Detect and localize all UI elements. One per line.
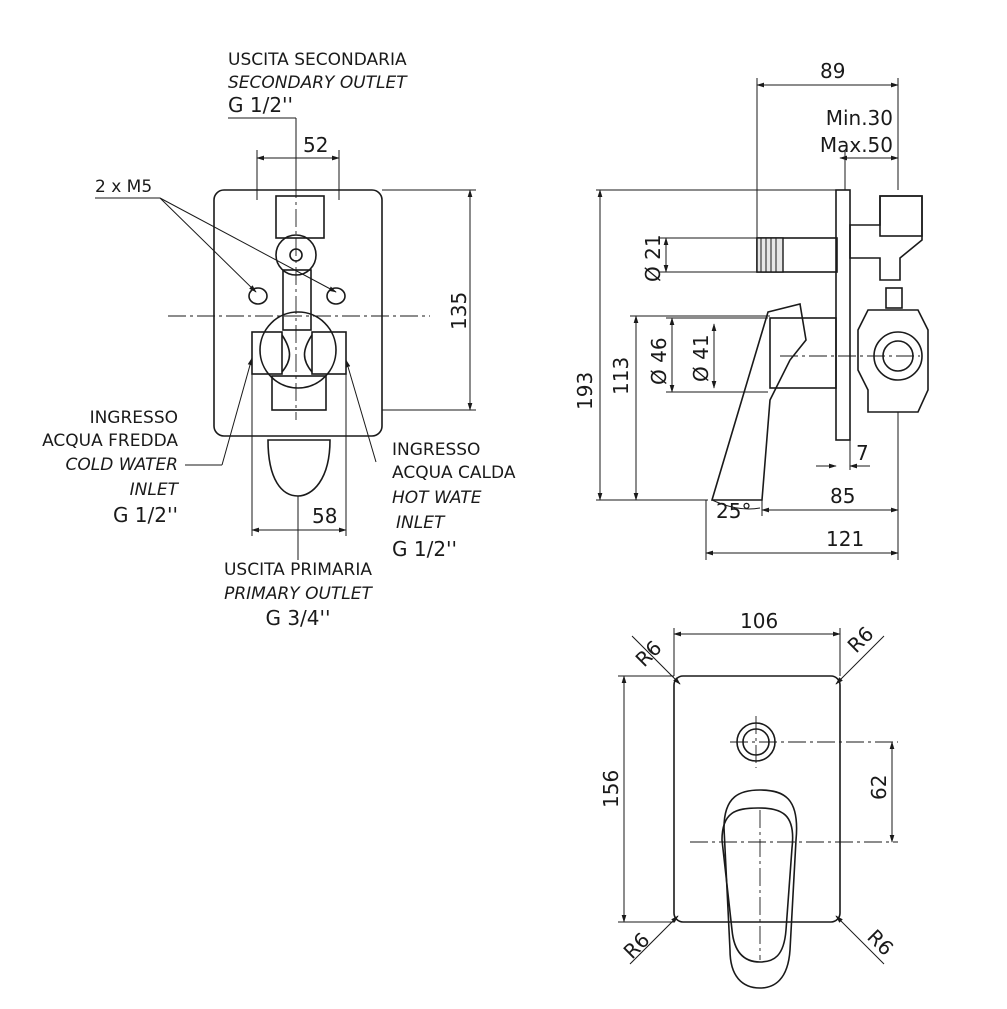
dim-193: 193 [573, 372, 597, 410]
hot-inlet-en2: INLET [396, 513, 446, 533]
radius-bl: R6 [619, 928, 655, 964]
dim-min: Min.30 [826, 106, 893, 130]
dim-135: 135 [447, 292, 471, 330]
primary-outlet-label-en: PRIMARY OUTLET [224, 584, 373, 604]
cold-inlet-it2: ACQUA FREDDA [42, 431, 178, 451]
radius-br: R6 [862, 925, 898, 961]
secondary-outlet-label-it: USCITA SECONDARIA [228, 50, 407, 70]
dim-85: 85 [830, 484, 855, 508]
front-plate-outline [213, 189, 383, 437]
dim-62: 62 [867, 775, 891, 800]
side-handle [710, 303, 807, 501]
dim-7: 7 [856, 441, 869, 465]
plate-lever [723, 789, 798, 989]
primary-outlet-label-it: USCITA PRIMARIA [224, 560, 372, 580]
hot-inlet-en1: HOT WATE [392, 488, 482, 508]
radius-tl: R6 [631, 636, 667, 672]
side-plate [835, 189, 851, 441]
hot-inlet-size: G 1/2'' [392, 537, 457, 561]
dim-52: 52 [303, 133, 328, 157]
radius-tr: R6 [843, 622, 879, 658]
cold-inlet-en1: COLD WATER [65, 455, 178, 475]
hot-inlet-it1: INGRESSO [392, 440, 480, 460]
dim-d46: Ø 46 [647, 337, 671, 385]
cold-inlet-en2: INLET [130, 480, 180, 500]
front-view: USCITA SECONDARIA SECONDARY OUTLET G 1/2… [42, 50, 516, 630]
dim-d21: Ø 21 [641, 234, 665, 282]
hot-inlet-it2: ACQUA CALDA [392, 463, 516, 483]
dim-113: 113 [609, 357, 633, 395]
plate-view: 106 156 62 R6 R6 R6 R6 [599, 609, 898, 989]
primary-outlet-size: G 3/4'' [265, 606, 330, 630]
dim-58: 58 [312, 504, 337, 528]
dim-121: 121 [826, 527, 864, 551]
dim-156: 156 [599, 770, 623, 808]
plate-outline [673, 675, 841, 923]
dim-d41: Ø 41 [689, 334, 713, 382]
dim-89: 89 [820, 59, 845, 83]
cold-inlet-it1: INGRESSO [90, 408, 178, 428]
secondary-outlet-label-en: SECONDARY OUTLET [228, 73, 408, 93]
dim-106: 106 [740, 609, 778, 633]
dim-angle: 25° [716, 499, 751, 523]
screws-label: 2 x M5 [95, 177, 152, 197]
secondary-outlet-size: G 1/2'' [228, 93, 293, 117]
front-lever [267, 439, 331, 497]
cold-inlet-size: G 1/2'' [113, 503, 178, 527]
dim-max: Max.50 [820, 133, 893, 157]
side-view: 89 Min.30 Max.50 193 113 Ø 21 [573, 59, 929, 560]
